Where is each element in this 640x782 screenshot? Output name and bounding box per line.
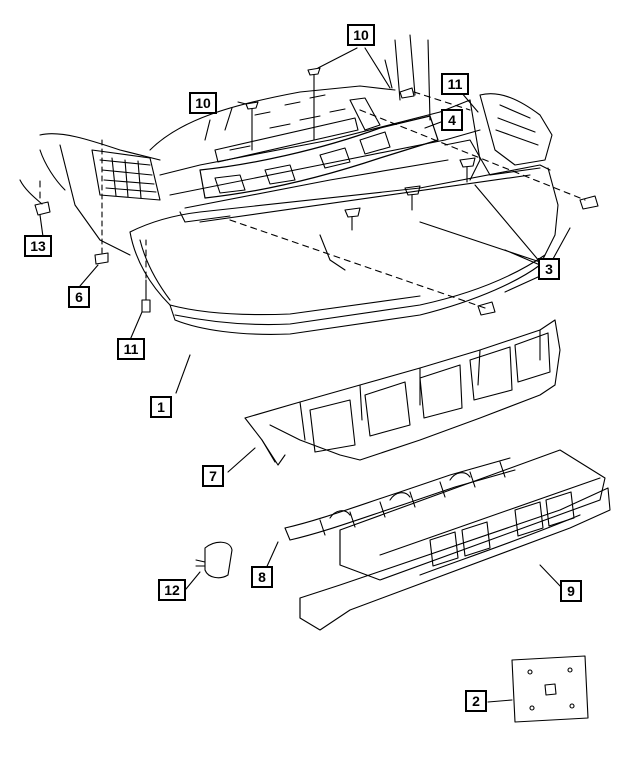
callout-9[interactable]: 9 xyxy=(560,580,582,602)
bolt-3-bottom xyxy=(477,301,496,316)
callout-4[interactable]: 4 xyxy=(441,109,463,131)
callout-3[interactable]: 3 xyxy=(538,258,560,280)
callout-12[interactable]: 12 xyxy=(158,579,186,601)
fasteners xyxy=(19,67,599,316)
assembly-lines xyxy=(39,91,586,309)
push-pin-3b xyxy=(404,185,421,211)
bumper-support-bracket xyxy=(244,319,561,466)
nut-6 xyxy=(94,139,109,265)
screw-10a xyxy=(245,101,259,151)
bolt-3-right xyxy=(579,195,599,210)
energy-absorber-strip xyxy=(284,457,516,541)
leader-lines xyxy=(39,47,571,703)
callout-1[interactable]: 1 xyxy=(150,396,172,418)
callout-7[interactable]: 7 xyxy=(202,465,224,487)
bumper-fascia xyxy=(129,139,559,335)
tow-hook-cover xyxy=(195,541,233,579)
clip-13 xyxy=(19,179,51,216)
callout-10-left[interactable]: 10 xyxy=(189,92,217,114)
callout-11-left[interactable]: 11 xyxy=(117,338,145,360)
callout-13[interactable]: 13 xyxy=(24,235,52,257)
push-pin-3a xyxy=(344,207,361,231)
bolt-11-right xyxy=(399,87,415,99)
callout-6[interactable]: 6 xyxy=(68,286,90,308)
impact-bar xyxy=(299,449,611,631)
push-pin-3c xyxy=(459,157,476,183)
callout-2[interactable]: 2 xyxy=(465,690,487,712)
vehicle-body xyxy=(39,34,553,256)
callout-11-right[interactable]: 11 xyxy=(441,73,469,95)
license-plate-bracket xyxy=(511,655,589,723)
callout-10-top[interactable]: 10 xyxy=(347,24,375,46)
callout-8[interactable]: 8 xyxy=(251,566,273,588)
bolt-11-left xyxy=(141,279,151,313)
screw-10b xyxy=(307,67,321,141)
